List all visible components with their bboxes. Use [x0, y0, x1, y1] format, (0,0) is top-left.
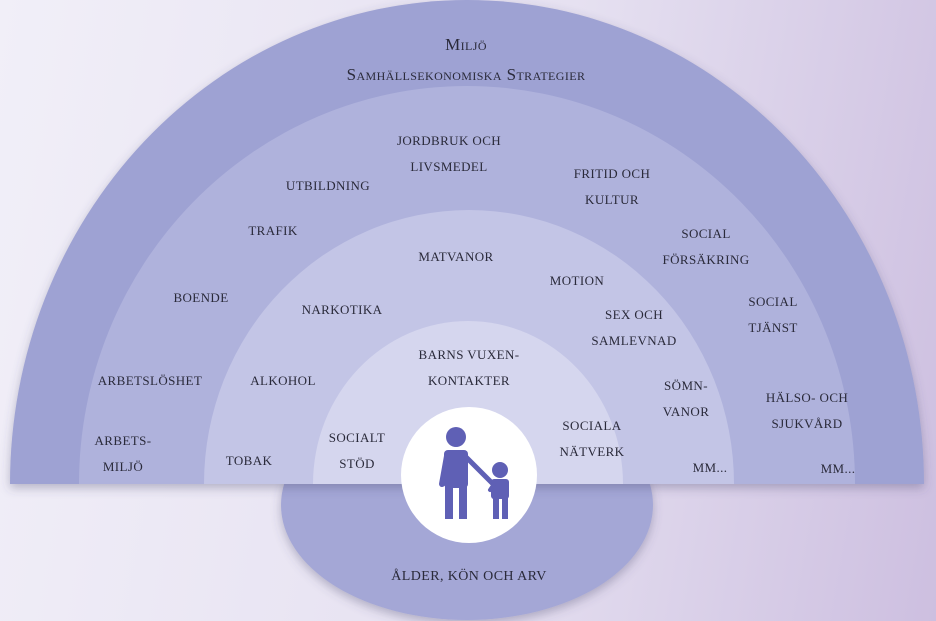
label-matvanor: MATVANOR	[418, 249, 494, 264]
center-circle	[401, 407, 537, 543]
label-sociala-natverk: SOCIALA NÄTVERK	[559, 418, 625, 459]
label-samhallsekonomiska-strategier: Samhällsekonomiska Strategier	[346, 65, 586, 84]
label-mm-outer: MM...	[820, 461, 856, 476]
label-socialt-stod: SOCIALT STÖD	[328, 430, 386, 471]
label-boende: BOENDE	[173, 290, 229, 305]
label-mm-inner: MM...	[692, 460, 728, 475]
label-fritid: FRITID OCH KULTUR	[573, 166, 651, 207]
label-alkohol: ALKOHOL	[250, 373, 316, 388]
label-utbildning: UTBILDNING	[285, 178, 371, 193]
label-alder-kon-arv: ÅLDER, KÖN OCH ARV	[391, 569, 547, 584]
label-social-forsakring: SOCIAL FÖRSÄKRING	[662, 226, 750, 267]
label-arbetsloshet: ARBETSLÖSHET	[97, 373, 203, 388]
label-social-tjanst: SOCIAL TJÄNST	[748, 294, 798, 335]
label-motion: MOTION	[549, 273, 605, 288]
label-tobak: TOBAK	[225, 453, 273, 468]
label-halso-sjukvard: HÄLSO- OCH SJUKVÅRD	[765, 390, 849, 431]
label-barns-vuxenkontakter: BARNS VUXEN- KONTAKTER	[418, 347, 520, 388]
label-miljo: Miljö	[445, 35, 487, 54]
label-somnvanor: SÖMN- VANOR	[662, 378, 710, 419]
label-sex-samlevnad: SEX OCH SAMLEVNAD	[591, 307, 677, 348]
ring-social	[313, 321, 623, 484]
label-trafik: TRAFIK	[248, 223, 298, 238]
label-jordbruk: JORDBRUK OCH LIVSMEDEL	[396, 133, 502, 174]
parent-child-icon	[439, 427, 509, 519]
label-arbetsmiljo: ARBETS- MILJÖ	[94, 433, 152, 474]
label-narkotika: NARKOTIKA	[301, 302, 383, 317]
